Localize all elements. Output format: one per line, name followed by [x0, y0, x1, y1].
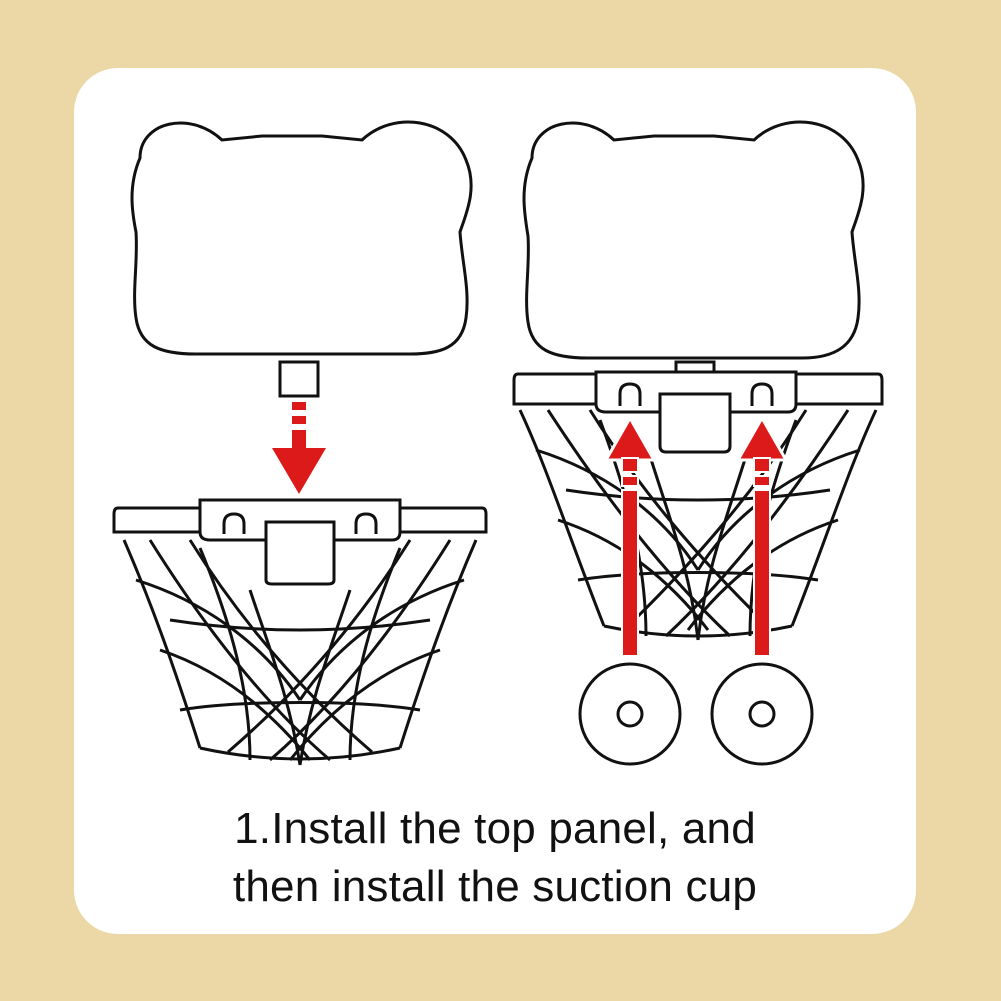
hoop-icon: [512, 370, 884, 454]
connector-peg: [278, 360, 320, 398]
suction-cup-icon: [578, 662, 682, 766]
instruction-caption: 1.Install the top panel, and then instal…: [74, 800, 916, 916]
arrow-up-icon: [735, 414, 789, 657]
arrow-down-icon: [272, 402, 326, 494]
suction-cup-icon: [710, 662, 814, 766]
arrow-up-icon: [603, 414, 657, 657]
backboard-icon: [130, 120, 473, 398]
caption-line-2: then install the suction cup: [232, 862, 758, 911]
backboard-icon: [522, 120, 865, 378]
caption-line-1: 1.Install the top panel, and: [234, 804, 756, 853]
net-icon: [122, 539, 478, 766]
hoop-icon: [112, 498, 488, 586]
